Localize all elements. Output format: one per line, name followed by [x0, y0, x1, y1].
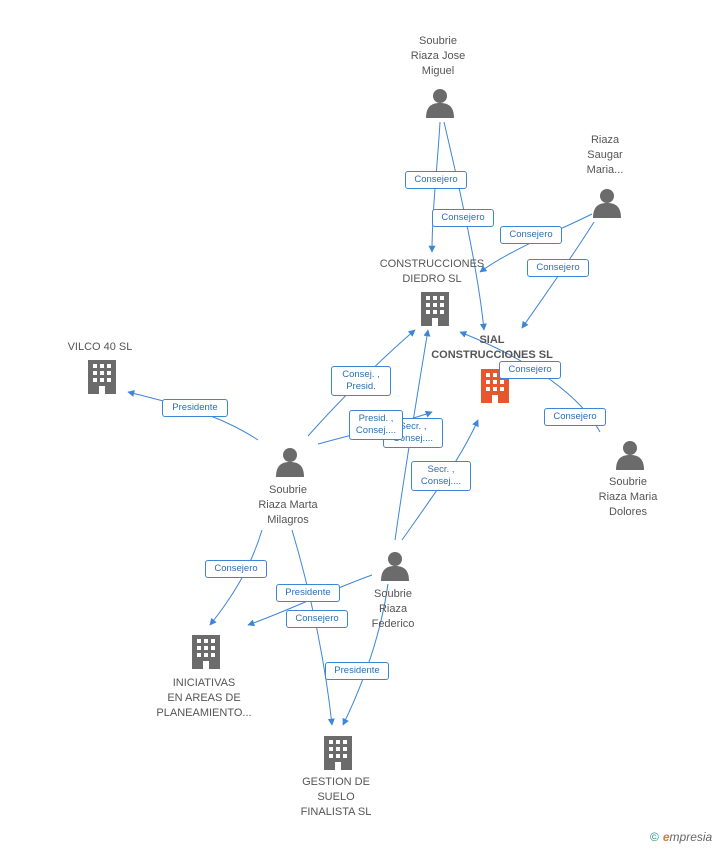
edge-label-sm-sial[interactable]: Consejero	[527, 259, 589, 277]
person-icon[interactable]	[381, 552, 409, 581]
edge-label-sm-diedro[interactable]: Consejero	[500, 226, 562, 244]
building-icon[interactable]	[88, 360, 116, 394]
node-label-vilco[interactable]: VILCO 40 SL	[67, 341, 133, 353]
node-label-sial[interactable]: SIAL CONSTRUCCIONES SL	[431, 334, 553, 361]
building-icon[interactable]	[421, 292, 449, 326]
edge-label-marta-sial[interactable]: Presid. , Consej....	[349, 410, 403, 440]
node-label-gestion[interactable]: GESTION DE SUELO FINALISTA SL	[300, 776, 372, 818]
edge-label-marta-diedro[interactable]: Consej. , Presid.	[331, 366, 391, 396]
person-icon[interactable]	[593, 189, 621, 218]
node-label-maria-dolores[interactable]: Soubrie Riaza Maria Dolores	[598, 476, 658, 518]
edge-label-jm-sial[interactable]: Consejero	[432, 209, 494, 227]
brand-initial: e	[662, 830, 670, 844]
edge-label-marta-vilco[interactable]: Presidente	[162, 399, 228, 417]
edge-jm-sial	[443, 121, 487, 331]
edge-label-md-sial-2[interactable]: Consejero	[544, 408, 606, 426]
node-label-marta[interactable]: Soubrie Riaza Marta Milagros	[258, 484, 318, 526]
node-label-federico[interactable]: Soubrie Riaza Federico	[371, 588, 415, 630]
brand-name: mpresia	[669, 830, 713, 844]
node-label-jose-miguel[interactable]: Soubrie Riaza Jose Miguel	[410, 35, 466, 77]
node-label-diedro[interactable]: CONSTRUCCIONES DIEDRO SL	[379, 258, 485, 285]
building-icon[interactable]	[192, 635, 220, 669]
edge-label-fed-diedro[interactable]: Secr. , Consej....	[383, 418, 443, 448]
edge-label-fed-gestion[interactable]: Presidente	[325, 662, 389, 680]
building-icon[interactable]	[324, 736, 352, 770]
edge-label-marta-iniciativas[interactable]: Consejero	[205, 560, 267, 578]
edge-label-md-sial[interactable]: Consejero	[499, 361, 561, 379]
person-icon[interactable]	[616, 441, 644, 470]
edge-label-jm-diedro[interactable]: Consejero	[405, 171, 467, 189]
person-icon[interactable]	[426, 89, 454, 118]
edge-marta-iniciativas	[209, 529, 263, 626]
empresia-logo[interactable]: © empresia	[650, 830, 712, 844]
edge-label-fed-sial[interactable]: Secr. , Consej....	[411, 461, 471, 491]
copyright-icon: ©	[650, 830, 659, 844]
person-icon[interactable]	[276, 448, 304, 477]
node-label-saugar-maria[interactable]: Riaza Saugar Maria...	[586, 134, 624, 176]
edge-label-fed-iniciativas[interactable]: Presidente	[276, 584, 340, 602]
node-label-iniciativas[interactable]: INICIATIVAS EN AREAS DE PLANEAMIENTO...	[156, 677, 252, 719]
edge-label-marta-gestion[interactable]: Consejero	[286, 610, 348, 628]
